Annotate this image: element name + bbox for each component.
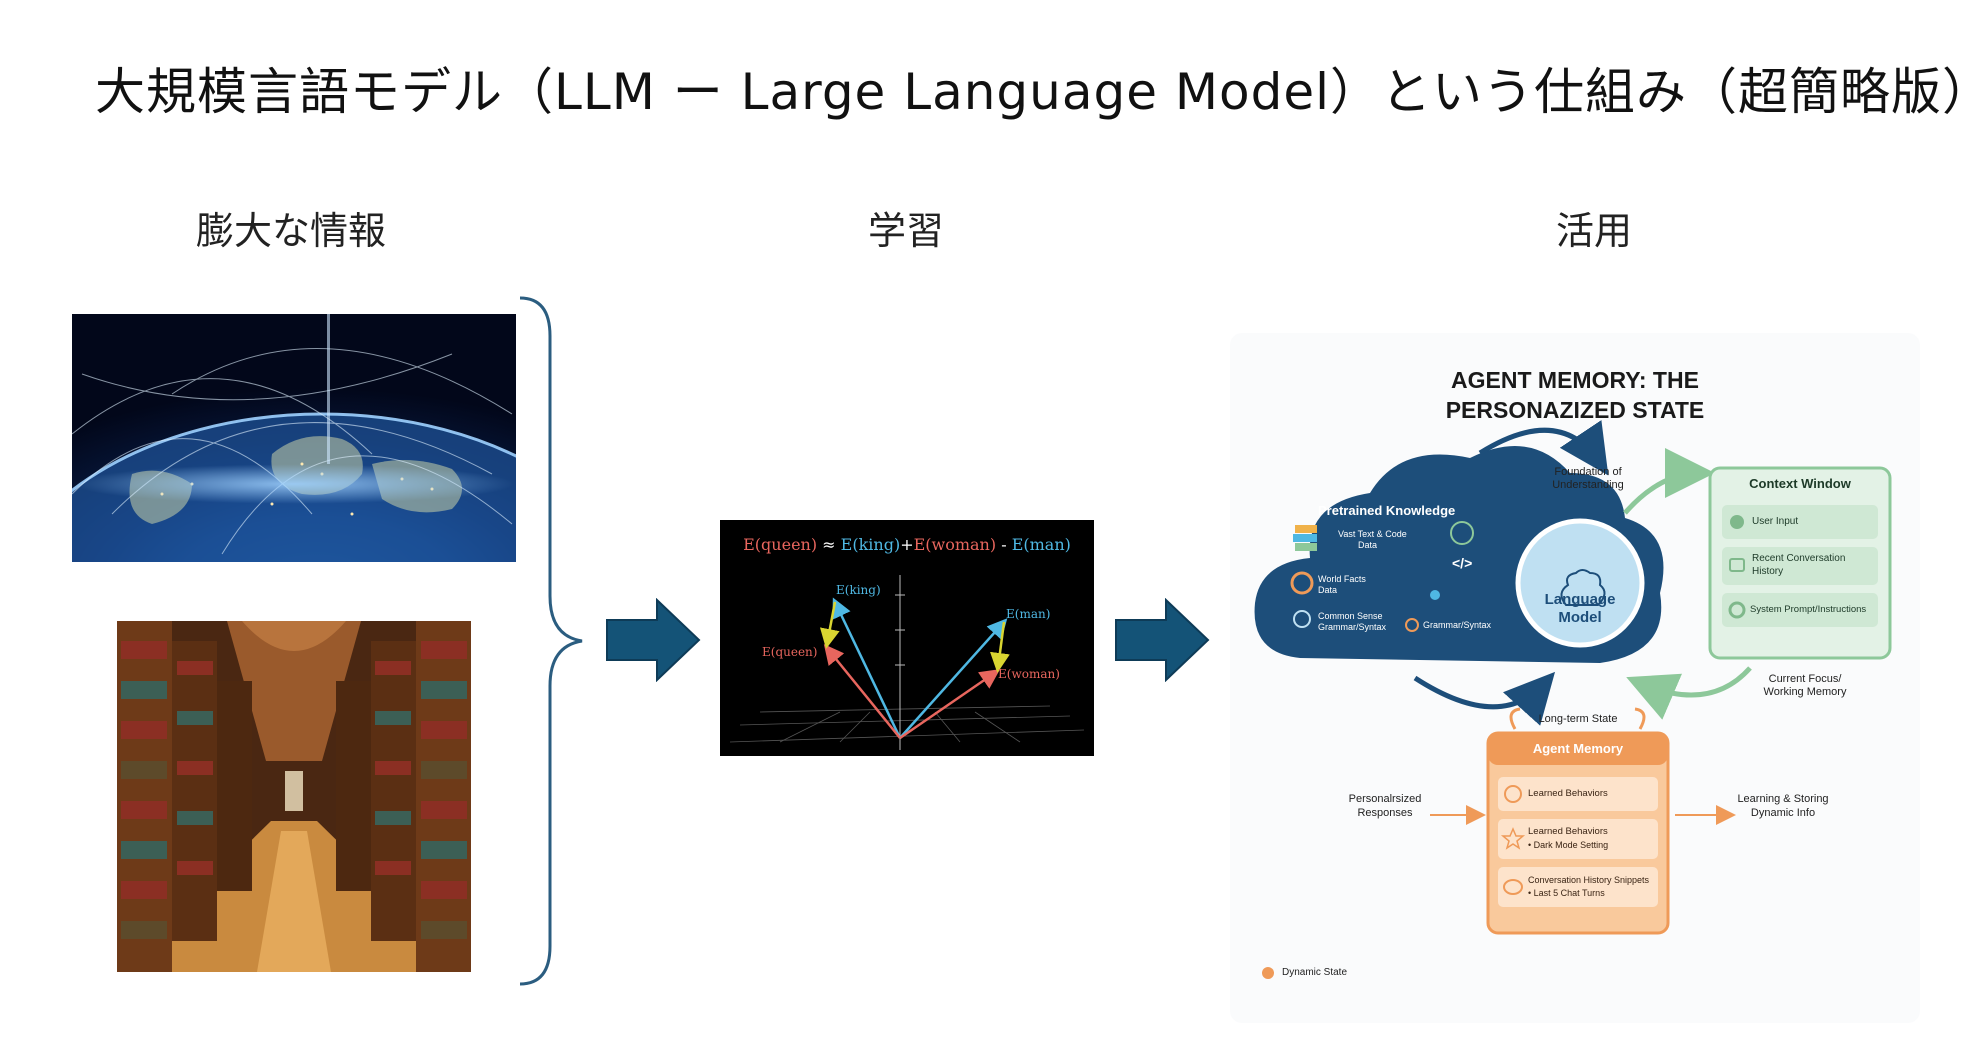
column-header-learning: 学習	[868, 209, 945, 253]
pretrained-item-3-line2: Grammar/Syntax	[1318, 622, 1387, 632]
history-icon	[1729, 558, 1745, 572]
library-image	[117, 621, 471, 972]
eq-queen: E(queen)	[743, 535, 817, 554]
language-model-circle	[1515, 518, 1645, 648]
language-model-label-line2: Model	[1558, 609, 1602, 626]
learning-label-line1: Learning & Storing	[1737, 793, 1829, 805]
arrow-model-to-context	[1623, 448, 1715, 515]
label-king: E(king)	[836, 583, 881, 597]
network-icon	[1293, 610, 1311, 628]
brain-icon	[1560, 569, 1606, 606]
column-header-usage: 活用	[1556, 209, 1633, 253]
agent-item-box	[1498, 867, 1658, 907]
facts-icon	[1290, 571, 1314, 595]
longterm-arrows	[1509, 707, 1646, 730]
pretrained-item-1-line2: Data	[1358, 540, 1378, 550]
brace-connector	[519, 296, 583, 986]
agent-item-3-line1: Conversation History Snippets	[1528, 875, 1650, 885]
agent-item-2-line2: • Dark Mode Setting	[1528, 840, 1609, 850]
books-icon	[1293, 525, 1317, 551]
eq-approx: ≈	[817, 535, 841, 554]
language-model-label-line1: Language	[1544, 591, 1616, 608]
eq-man: E(man)	[1012, 535, 1071, 554]
node-icon	[1430, 590, 1440, 600]
eq-king: E(king)	[841, 535, 901, 554]
foundation-label-line1: Foundation of	[1554, 466, 1622, 478]
eq-minus: -	[996, 535, 1012, 554]
personal-label-line1: Personalrsized	[1348, 793, 1422, 805]
agent-item-box	[1498, 777, 1658, 811]
agent-memory-title: Agent Memory	[1532, 741, 1624, 756]
vector-queen	[823, 644, 901, 739]
vector-diff-right	[990, 621, 1010, 673]
vector-woman	[899, 669, 1001, 740]
arrow-foundation	[1478, 420, 1609, 476]
arrow-right-icon	[1115, 598, 1210, 682]
legend-label: Dynamic State	[1282, 967, 1348, 978]
infographic-title-line1: AGENT MEMORY: THE	[1451, 367, 1699, 393]
vector-diff-left	[819, 601, 840, 649]
context-item-2-line2: History	[1752, 566, 1784, 577]
context-window-title: Context Window	[1749, 476, 1851, 491]
focus-label-line1: Current Focus/	[1768, 673, 1842, 685]
arrow-cloud-to-model	[1413, 671, 1556, 726]
agent-memory-infographic: AGENT MEMORY: THE PERSONAZIZED STATE Fou…	[1230, 333, 1920, 1023]
label-woman: E(woman)	[998, 667, 1060, 681]
chat-icon	[1730, 515, 1744, 529]
svg-text:E(queen) ≈ E(king)+E(woman) -: E(queen) ≈ E(king)+E(woman) - E(man)	[743, 535, 1071, 554]
gear-icon	[1728, 601, 1746, 619]
legend-dot	[1262, 967, 1274, 979]
agent-item-box	[1498, 819, 1658, 859]
page-title: 大規模言語モデル（LLM ー Large Language Model）という仕…	[95, 63, 1973, 121]
agent-item-2-line1: Learned Behaviors	[1528, 826, 1608, 837]
label-man: E(man)	[1006, 607, 1050, 621]
eq-woman: E(woman)	[914, 535, 997, 554]
personal-label-line2: Responses	[1357, 807, 1413, 819]
pretrained-title: Pretrained Knowledge	[1318, 503, 1456, 518]
agent-item-1: Learned Behaviors	[1528, 788, 1608, 799]
vector-man	[899, 618, 1008, 739]
agent-item-3-line2: • Last 5 Chat Turns	[1528, 888, 1605, 898]
context-item-1: User Input	[1752, 516, 1799, 527]
context-item-box	[1722, 547, 1878, 585]
foundation-label-line2: Understanding	[1552, 479, 1624, 491]
pretrained-item-2-line1: World Facts	[1318, 574, 1366, 584]
arrow-context-to-model	[1626, 666, 1752, 720]
context-item-3: System Prompt/Instructions	[1750, 604, 1867, 615]
infographic-title-line2: PERSONAZIZED STATE	[1445, 397, 1705, 423]
code-icon: </>	[1452, 555, 1473, 571]
pretrained-item-2-line2: Data	[1318, 585, 1338, 595]
context-item-box	[1722, 505, 1878, 539]
word-vector-diagram: E(queen) ≈ E(king)+E(woman) - E(man) E(k…	[720, 520, 1094, 756]
eq-plus: +	[900, 535, 913, 554]
arrow-right-icon	[606, 598, 701, 682]
globe-icon	[1450, 521, 1474, 545]
clock-icon	[1504, 785, 1522, 803]
focus-label-line2: Working Memory	[1763, 686, 1847, 698]
pretrained-item-4: Grammar/Syntax	[1423, 620, 1492, 630]
grammar-icon	[1405, 618, 1419, 632]
context-item-2-line1: Recent Conversation	[1752, 553, 1846, 564]
label-queen: E(queen)	[762, 645, 817, 659]
context-item-box	[1722, 593, 1878, 627]
star-icon	[1500, 827, 1526, 850]
longterm-label: Long-term State	[1538, 713, 1618, 725]
pretrained-item-3-line1: Common Sense	[1318, 611, 1383, 621]
pretrained-item-1-line1: Vast Text & Code	[1338, 529, 1407, 539]
speech-bubble-icon	[1503, 879, 1523, 895]
perspective-grid	[729, 705, 1085, 743]
globe-network-image	[72, 314, 516, 562]
column-header-info: 膨大な情報	[196, 209, 387, 253]
vector-king	[832, 597, 902, 739]
learning-label-line2: Dynamic Info	[1750, 807, 1816, 819]
